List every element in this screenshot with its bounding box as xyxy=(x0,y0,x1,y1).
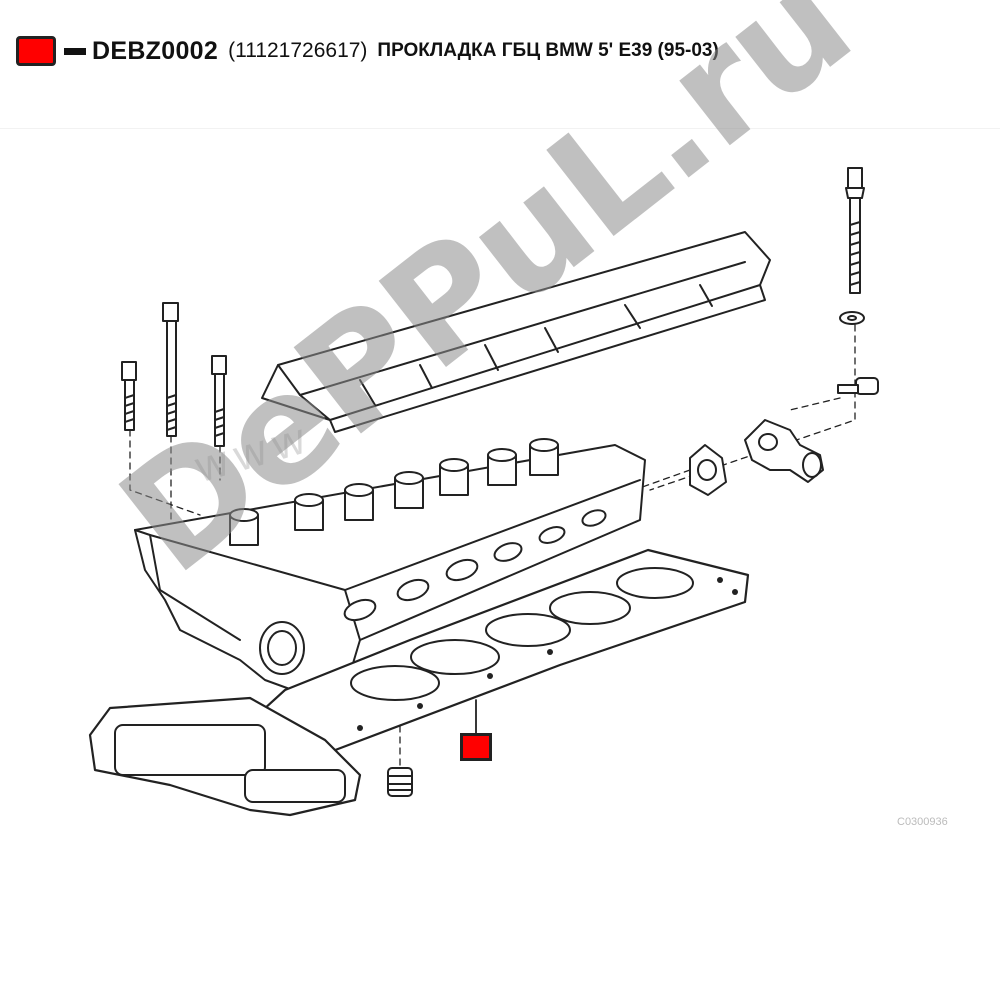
title-bar: DEBZ0002 (11121726617) ПРОКЛАДКА ГБЦ BMW… xyxy=(16,32,719,70)
bolt-left-2 xyxy=(162,302,179,437)
bolt-thermostat xyxy=(837,377,879,395)
part-description: ПРОКЛАДКА ГБЦ BMW 5' E39 (95-03) xyxy=(377,40,719,61)
cam-cover xyxy=(261,231,771,433)
part-callout-marker[interactable] xyxy=(460,733,492,761)
dash-icon xyxy=(64,47,86,55)
thermostat-gasket xyxy=(689,444,727,496)
reference-code: C0300936 xyxy=(897,816,948,828)
red-marker-icon xyxy=(16,36,56,66)
head-gasket xyxy=(228,548,750,754)
oem-number: (11121726617) xyxy=(228,39,368,62)
thermostat-housing xyxy=(744,419,824,483)
cylinder-head xyxy=(134,438,646,701)
manifold-gasket xyxy=(88,696,362,817)
dowel-sleeve xyxy=(387,767,413,797)
part-code: DEBZ0002 xyxy=(92,36,219,65)
bolt-left-1 xyxy=(121,361,137,431)
bolt-left-3 xyxy=(211,355,227,447)
divider xyxy=(0,128,1000,129)
bolt-right xyxy=(839,167,865,325)
